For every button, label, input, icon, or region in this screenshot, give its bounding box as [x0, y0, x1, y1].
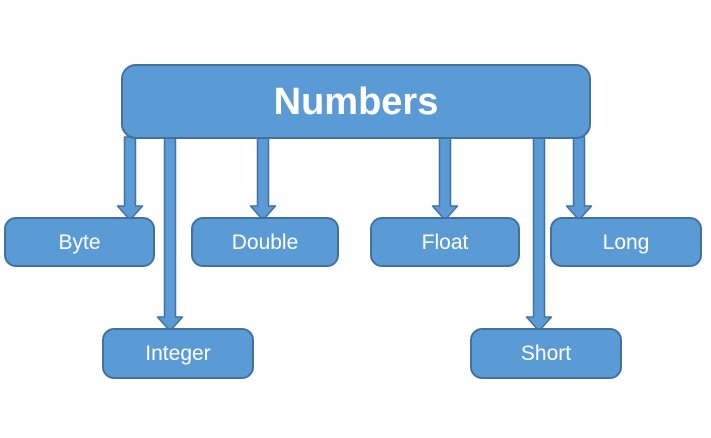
node-byte: Byte — [4, 217, 155, 267]
node-integer-label: Integer — [145, 342, 211, 365]
node-short-label: Short — [520, 342, 572, 365]
node-long-label: Long — [602, 230, 650, 254]
node-long: Long — [550, 217, 702, 267]
arrow-numbers-to-short — [525, 136, 553, 332]
node-double-label: Double — [231, 230, 299, 254]
arrow-numbers-to-integer — [156, 136, 184, 332]
arrow-numbers-to-float — [431, 136, 459, 221]
arrow-numbers-to-double — [249, 136, 277, 221]
arrow-numbers-to-long — [565, 136, 593, 221]
arrow-numbers-to-byte — [116, 136, 144, 221]
node-numbers: Numbers — [121, 64, 591, 139]
node-integer: Integer — [102, 328, 254, 379]
node-byte-label: Byte — [58, 230, 101, 254]
node-float: Float — [370, 217, 520, 267]
node-double: Double — [191, 217, 339, 267]
node-float-label: Float — [421, 230, 469, 254]
node-short: Short — [470, 328, 622, 379]
node-numbers-label: Numbers — [273, 80, 439, 123]
